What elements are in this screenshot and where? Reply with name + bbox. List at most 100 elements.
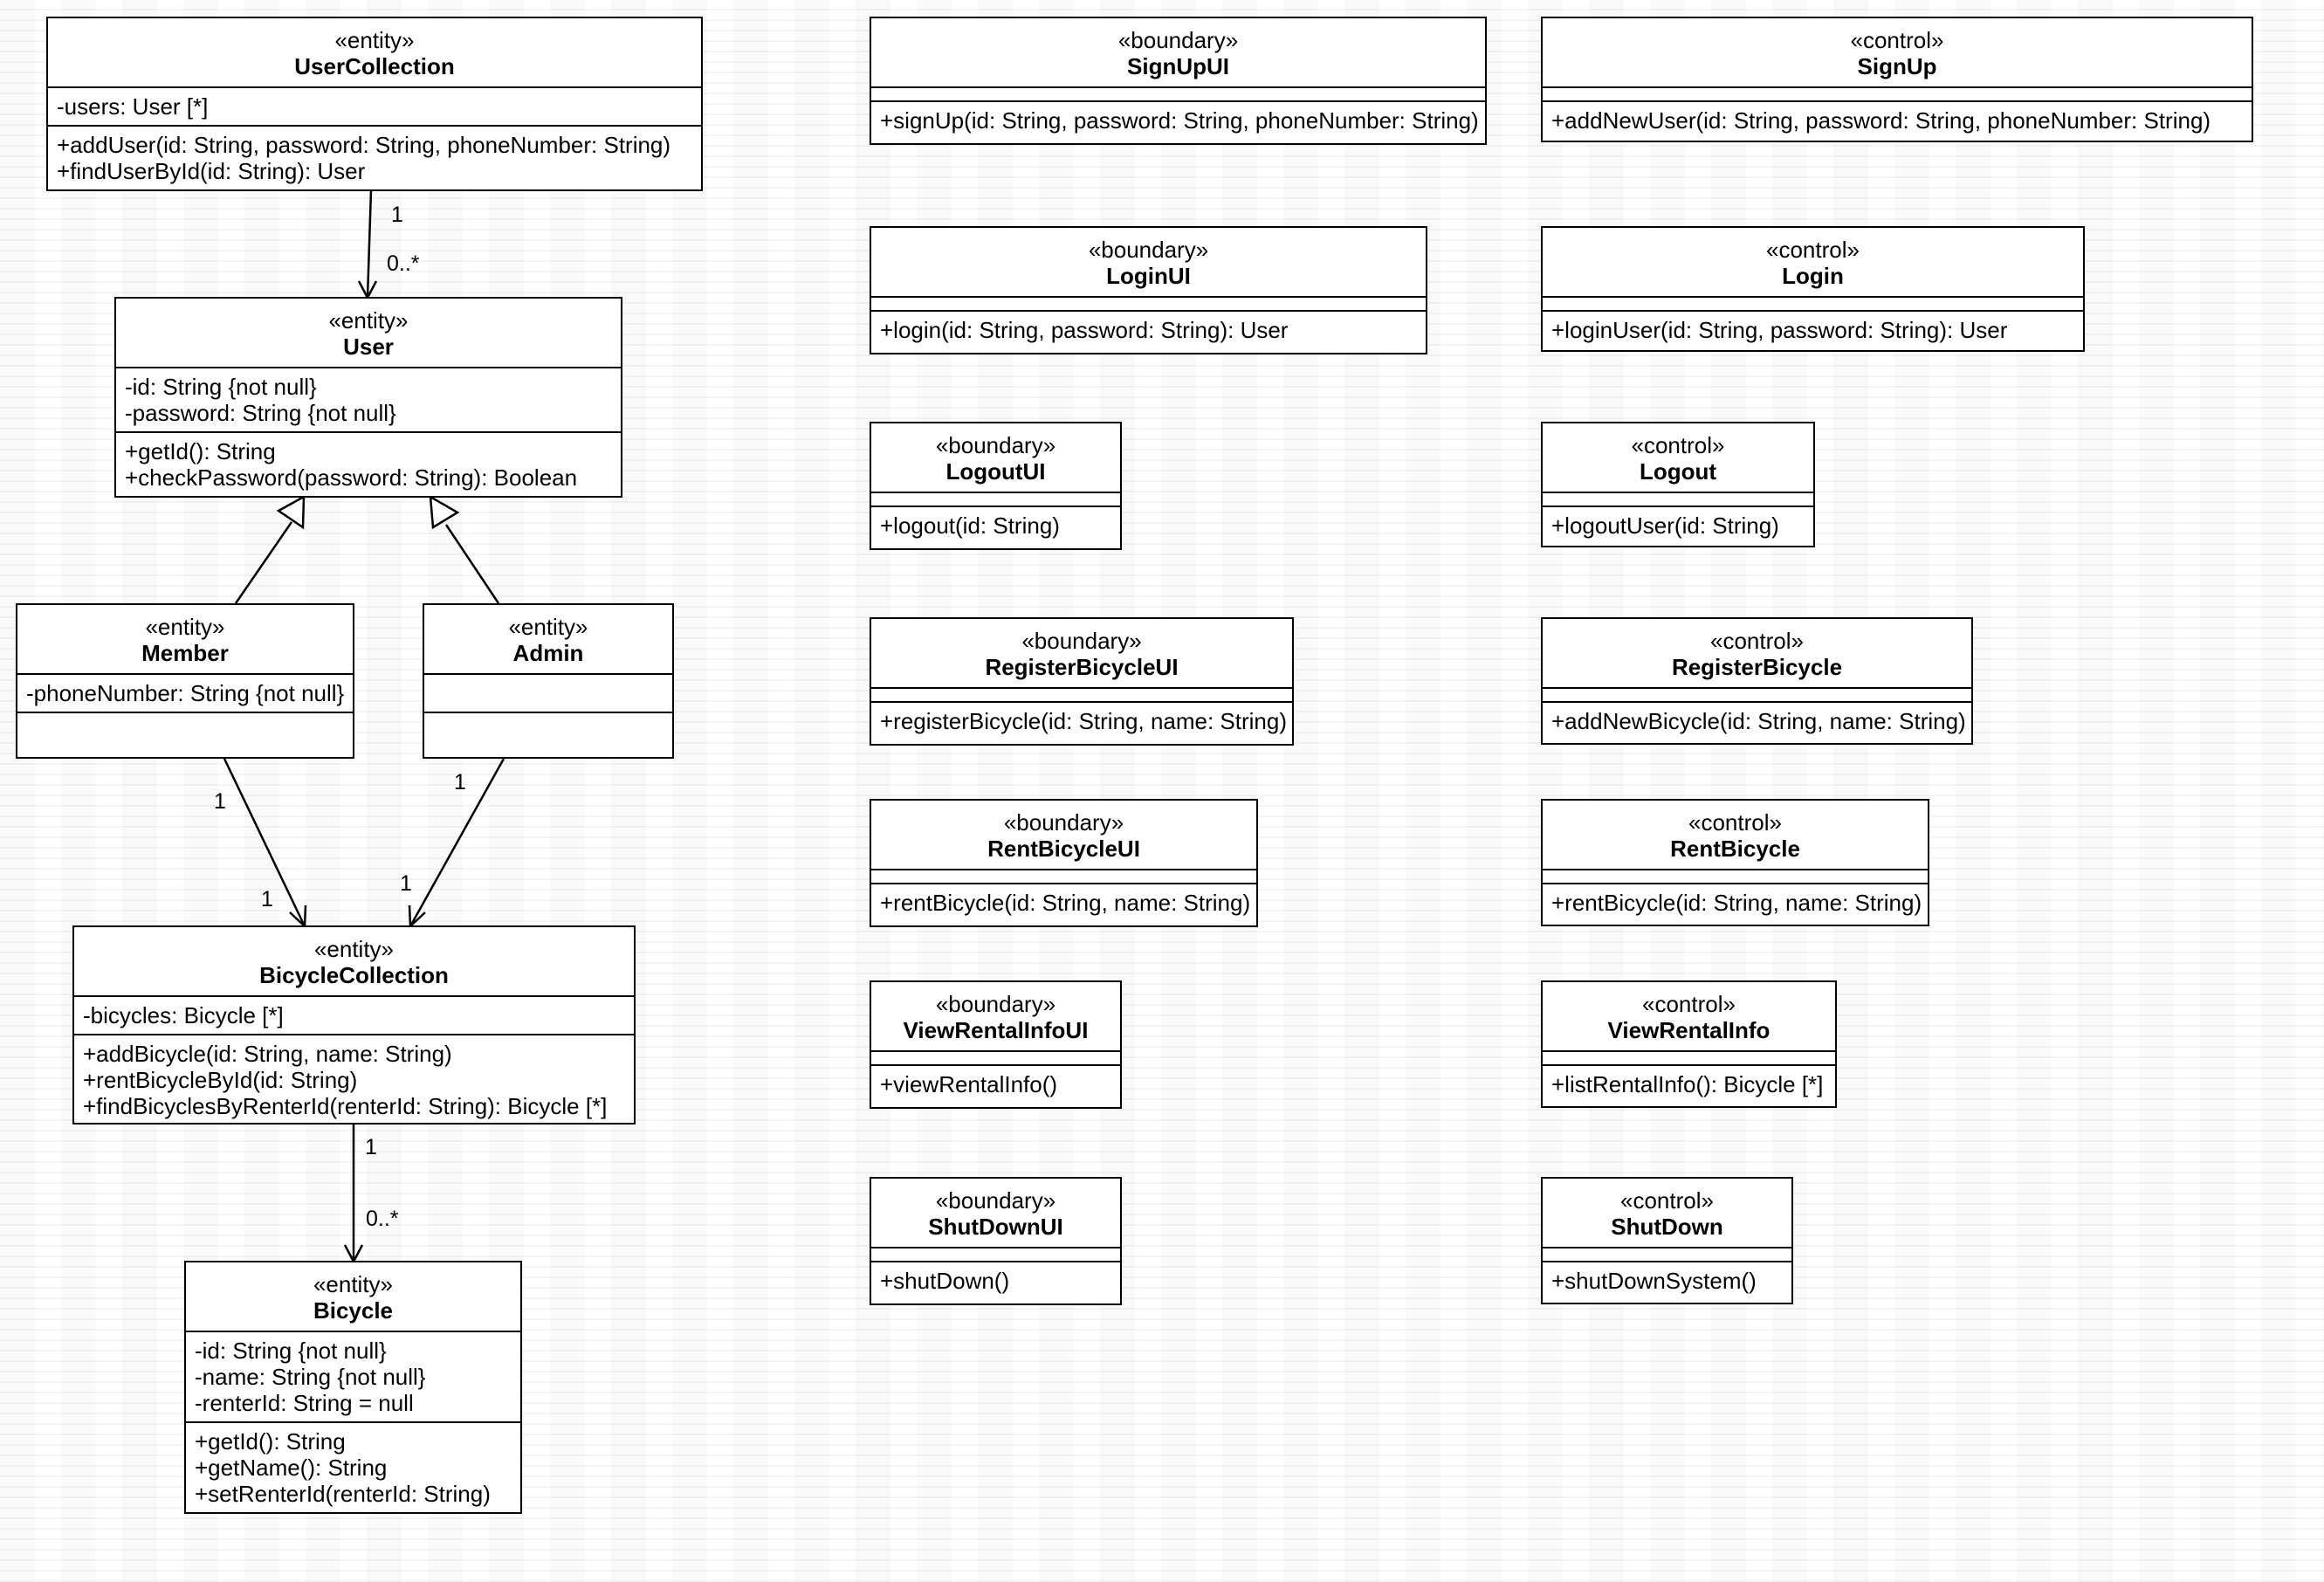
attribute: -id: String {not null} bbox=[195, 1338, 387, 1364]
operation: +checkPassword(password: String): Boolea… bbox=[125, 464, 578, 491]
class-logout[interactable]: «control»Logout +logoutUser(id: String) bbox=[1541, 422, 1815, 547]
operations-compartment: +addNewUser(id: String, password: String… bbox=[1543, 100, 2252, 141]
class-login[interactable]: «control»Login +loginUser(id: String, pa… bbox=[1541, 226, 2085, 352]
class-logout-ui[interactable]: «boundary»LogoutUI +logout(id: String) bbox=[870, 422, 1122, 550]
multiplicity-label: 0..* bbox=[387, 251, 420, 276]
attributes-compartment bbox=[871, 296, 1426, 310]
operations-compartment: +addNewBicycle(id: String, name: String) bbox=[1543, 701, 1971, 743]
generalization-admin-user bbox=[429, 494, 500, 604]
association-usercollection-user bbox=[357, 189, 378, 300]
multiplicity-label: 1 bbox=[391, 203, 403, 227]
attributes-compartment bbox=[1543, 86, 2252, 100]
class-user-collection[interactable]: «entity»UserCollection -users: User [*] … bbox=[46, 17, 703, 191]
class-view-rental-info[interactable]: «control»ViewRentalInfo +listRentalInfo(… bbox=[1541, 980, 1837, 1108]
operations-compartment: +loginUser(id: String, password: String)… bbox=[1543, 310, 2083, 350]
stereotype: «control» bbox=[1631, 432, 1725, 458]
class-member[interactable]: «entity»Member -phoneNumber: String {not… bbox=[16, 603, 354, 759]
class-name: ViewRentalInfoUI bbox=[903, 1017, 1089, 1043]
operation: +logoutUser(id: String) bbox=[1551, 512, 1779, 539]
class-header: «boundary»ViewRentalInfoUI bbox=[871, 982, 1120, 1050]
class-name: SignUpUI bbox=[1127, 53, 1229, 79]
operations-compartment: +getId(): String+checkPassword(password:… bbox=[116, 431, 621, 496]
operation: +rentBicycle(id: String, name: String) bbox=[880, 890, 1251, 916]
class-register-bicycle-ui[interactable]: «boundary»RegisterBicycleUI +registerBic… bbox=[870, 617, 1294, 746]
class-header: «boundary»ShutDownUI bbox=[871, 1179, 1120, 1247]
class-view-rental-info-ui[interactable]: «boundary»ViewRentalInfoUI +viewRentalIn… bbox=[870, 980, 1122, 1109]
operation: +findUserById(id: String): User bbox=[57, 158, 366, 184]
stereotype: «entity» bbox=[334, 27, 415, 53]
stereotype: «entity» bbox=[145, 614, 225, 640]
class-name: RegisterBicycleUI bbox=[985, 654, 1179, 680]
class-register-bicycle[interactable]: «control»RegisterBicycle +addNewBicycle(… bbox=[1541, 617, 1973, 745]
operation: +setRenterId(renterId: String) bbox=[195, 1481, 491, 1507]
operation: +getName(): String bbox=[195, 1455, 388, 1481]
operations-compartment: +addBicycle(id: String, name: String)+re… bbox=[74, 1034, 634, 1123]
operations-compartment: +listRentalInfo(): Bicycle [*] bbox=[1543, 1064, 1835, 1106]
operation: +listRentalInfo(): Bicycle [*] bbox=[1551, 1071, 1824, 1097]
stereotype: «boundary» bbox=[935, 1187, 1056, 1214]
attribute: -password: String {not null} bbox=[125, 400, 396, 426]
class-header: «entity»UserCollection bbox=[48, 18, 701, 86]
stereotype: «entity» bbox=[313, 936, 395, 962]
class-header: «boundary»LoginUI bbox=[871, 228, 1426, 296]
class-header: «control»RentBicycle bbox=[1543, 801, 1928, 869]
operations-compartment bbox=[17, 712, 353, 757]
class-name: SignUp bbox=[1857, 53, 1937, 79]
class-shutdown-ui[interactable]: «boundary»ShutDownUI +shutDown() bbox=[870, 1177, 1122, 1305]
class-name: UserCollection bbox=[294, 53, 455, 79]
class-header: «control»ViewRentalInfo bbox=[1543, 982, 1835, 1050]
stereotype: «boundary» bbox=[1021, 628, 1142, 654]
attributes-compartment bbox=[871, 492, 1120, 506]
operation: +getId(): String bbox=[195, 1428, 346, 1455]
class-signup-ui[interactable]: «boundary»SignUpUI +signUp(id: String, p… bbox=[870, 17, 1487, 145]
class-header: «control»SignUp bbox=[1543, 18, 2252, 86]
class-login-ui[interactable]: «boundary»LoginUI +login(id: String, pas… bbox=[870, 226, 1427, 354]
operations-compartment: +addUser(id: String, password: String, p… bbox=[48, 125, 701, 189]
operation: +registerBicycle(id: String, name: Strin… bbox=[880, 708, 1288, 734]
class-header: «entity»BicycleCollection bbox=[74, 927, 634, 995]
attributes-compartment bbox=[871, 687, 1292, 701]
operations-compartment: +logout(id: String) bbox=[871, 506, 1120, 548]
stereotype: «control» bbox=[1766, 237, 1860, 263]
operations-compartment: +shutDown() bbox=[871, 1261, 1120, 1303]
operations-compartment: +getId(): String+getName(): String+setRe… bbox=[186, 1421, 520, 1512]
operation: +findBicyclesByRenterId(renterId: String… bbox=[83, 1093, 608, 1119]
class-rent-bicycle[interactable]: «control»RentBicycle +rentBicycle(id: St… bbox=[1541, 799, 1929, 926]
class-admin[interactable]: «entity»Admin bbox=[423, 603, 674, 759]
multiplicity-label: 1 bbox=[214, 789, 226, 814]
operation: +loginUser(id: String, password: String)… bbox=[1551, 317, 2008, 343]
stereotype: «boundary» bbox=[1117, 27, 1239, 53]
attribute: -id: String {not null} bbox=[125, 374, 317, 400]
attributes-compartment: -users: User [*] bbox=[48, 86, 701, 125]
class-bicycle[interactable]: «entity»Bicycle -id: String {not null}-n… bbox=[184, 1261, 522, 1514]
stereotype: «control» bbox=[1710, 628, 1804, 654]
class-user[interactable]: «entity»User -id: String {not null}-pass… bbox=[114, 297, 622, 498]
attributes-compartment bbox=[1543, 1247, 1791, 1261]
class-header: «entity»User bbox=[116, 299, 621, 367]
stereotype: «control» bbox=[1688, 809, 1782, 836]
operation: +logout(id: String) bbox=[880, 512, 1060, 539]
class-header: «entity»Admin bbox=[424, 605, 672, 673]
multiplicity-label: 1 bbox=[400, 871, 412, 896]
operations-compartment: +viewRentalInfo() bbox=[871, 1064, 1120, 1107]
association-bicyclecollection-bicycle bbox=[343, 1125, 364, 1264]
attributes-compartment: -bicycles: Bicycle [*] bbox=[74, 995, 634, 1034]
class-name: RegisterBicycle bbox=[1671, 654, 1843, 680]
class-name: Admin bbox=[512, 640, 584, 666]
operation: +addBicycle(id: String, name: String) bbox=[83, 1041, 452, 1067]
class-shutdown[interactable]: «control»ShutDown +shutDownSystem() bbox=[1541, 1177, 1793, 1304]
attributes-compartment: -id: String {not null}-name: String {not… bbox=[186, 1331, 520, 1421]
class-header: «boundary»SignUpUI bbox=[871, 18, 1485, 86]
operation: +viewRentalInfo() bbox=[880, 1071, 1058, 1097]
operation: +addNewUser(id: String, password: String… bbox=[1551, 107, 2211, 134]
class-header: «control»RegisterBicycle bbox=[1543, 619, 1971, 687]
class-name: User bbox=[343, 334, 394, 360]
class-header: «entity»Bicycle bbox=[186, 1262, 520, 1331]
class-bicycle-collection[interactable]: «entity»BicycleCollection -bicycles: Bic… bbox=[72, 925, 636, 1125]
class-rent-bicycle-ui[interactable]: «boundary»RentBicycleUI +rentBicycle(id:… bbox=[870, 799, 1258, 927]
stereotype: «entity» bbox=[328, 307, 409, 334]
class-signup[interactable]: «control»SignUp +addNewUser(id: String, … bbox=[1541, 17, 2253, 142]
attributes-compartment bbox=[1543, 492, 1813, 506]
attributes-compartment: -id: String {not null}-password: String … bbox=[116, 367, 621, 431]
